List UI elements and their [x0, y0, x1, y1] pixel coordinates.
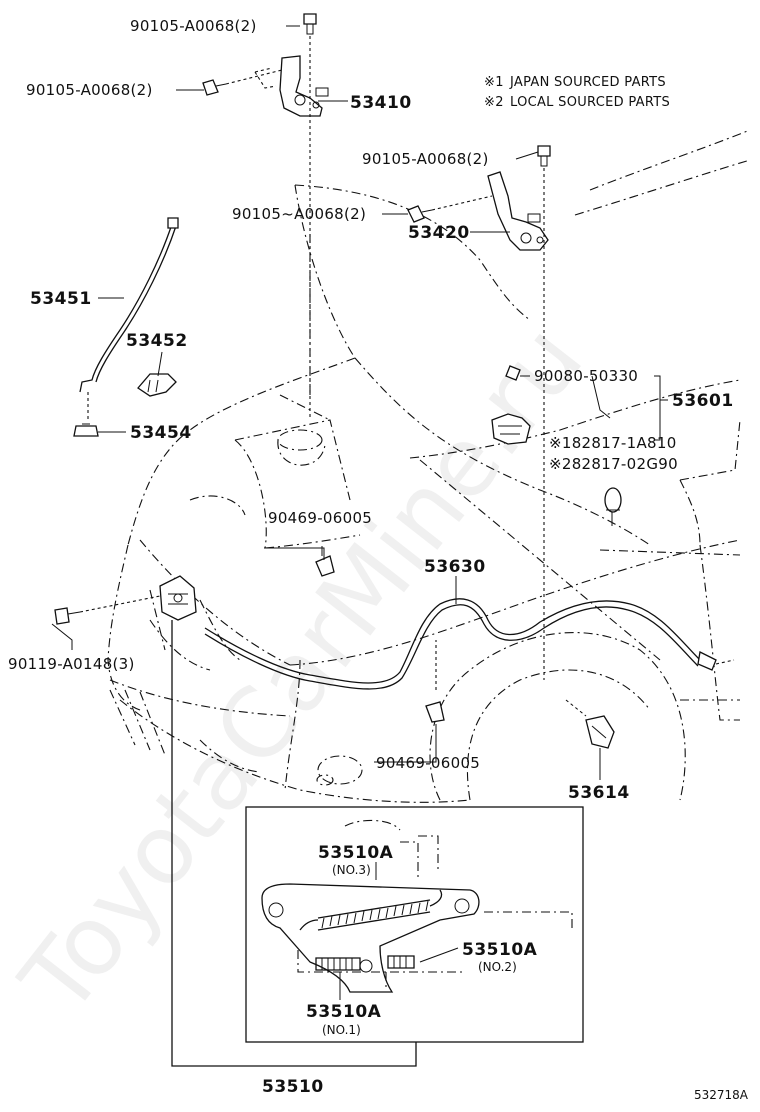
detail-box [245, 806, 584, 1043]
label-clip-latch: 90080-50330 [534, 367, 638, 385]
latch-detail [261, 819, 573, 993]
label-lock-assy: 53601 [672, 391, 734, 411]
hood-latch-assy [159, 575, 197, 621]
label-cushion-jp: ※182817-1A810 [549, 434, 677, 452]
label-spring-no2: 53510A [462, 940, 538, 960]
legend-mark-2: ※2 [484, 95, 504, 110]
legend-text-2: LOCAL SOURCED PARTS [510, 95, 670, 110]
clamp-upper [315, 546, 335, 577]
legend-text-1: JAPAN SOURCED PARTS [509, 75, 666, 90]
bolt-left [202, 79, 227, 96]
bolt-mid-right [537, 145, 551, 167]
label-spring-no1-tag: (NO.1) [322, 1023, 361, 1037]
clamp-lower [425, 701, 445, 723]
label-spring-no2-tag: (NO.2) [478, 960, 517, 974]
clip-latch [505, 365, 521, 381]
hood-lock-assy [491, 413, 531, 445]
leader-lines [51, 25, 668, 1000]
hinge-lh [279, 55, 329, 117]
label-bolt-mid-right: 90105-A0068(2) [362, 150, 489, 168]
label-bolt-left: 90105-A0068(2) [26, 81, 153, 99]
label-grommet: 53454 [130, 423, 192, 443]
rod-holder [137, 373, 177, 397]
vehicle-body-outline [107, 129, 751, 803]
lever [585, 715, 615, 749]
label-bolt-front: 90119-A0148(3) [8, 655, 135, 673]
bolt-mid [407, 205, 433, 223]
label-bolt-mid: 90105~A0068(2) [232, 205, 366, 223]
release-cable [204, 598, 735, 690]
bolt-top [303, 13, 317, 35]
label-clamp-upper: 90469-06005 [268, 509, 372, 527]
cushion [604, 487, 622, 513]
grommet [73, 423, 99, 437]
figure-id: 532718A [694, 1088, 749, 1102]
hinge-rh [487, 171, 549, 251]
bolt-front [54, 607, 81, 625]
label-cushion-local: ※282817-02G90 [549, 455, 678, 473]
label-latch-assy: 53510 [262, 1077, 324, 1097]
label-holder: 53452 [126, 331, 188, 351]
label-support-rod: 53451 [30, 289, 92, 309]
label-lever: 53614 [568, 783, 630, 803]
part-labels: 90105-A0068(2) 90105-A0068(2) 53410 9010… [8, 17, 749, 1102]
label-spring-no1: 53510A [306, 1002, 382, 1022]
label-cable: 53630 [424, 557, 486, 577]
legend-mark-1: ※1 [484, 75, 504, 90]
label-spring-no3: 53510A [318, 843, 394, 863]
label-clamp-lower: 90469-06005 [376, 754, 480, 772]
label-bolt-top: 90105-A0068(2) [130, 17, 257, 35]
label-hinge-lh: 53410 [350, 93, 412, 113]
source-legend: ※1 JAPAN SOURCED PARTS ※2 LOCAL SOURCED … [484, 75, 670, 110]
label-spring-no3-tag: (NO.3) [332, 863, 371, 877]
label-hinge-rh: 53420 [408, 223, 470, 243]
support-rod [79, 217, 179, 393]
